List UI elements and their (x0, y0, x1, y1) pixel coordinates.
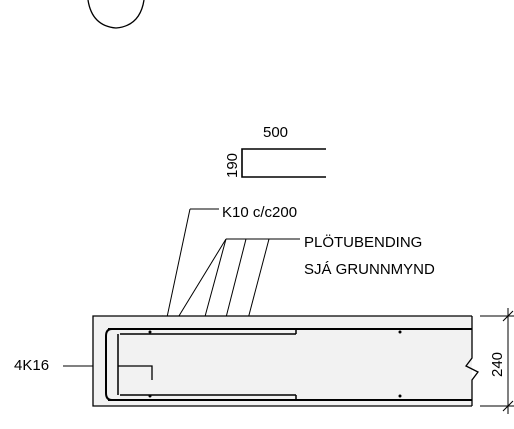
depth-dimension-label: 240 (489, 352, 506, 377)
depth-dimension (480, 308, 514, 414)
end-hook (118, 365, 153, 380)
beam-section (92, 315, 479, 407)
bar-dot (398, 394, 402, 398)
slab-reinforcement-label-line2: SJÁ GRUNNMYND (304, 261, 435, 278)
concrete-section (93, 316, 472, 406)
concrete-outline (92, 315, 472, 407)
main-bars-label: 4K16 (14, 357, 49, 374)
detail-marker-arc (87, 0, 145, 29)
bar-dot (148, 394, 152, 398)
stirrup-label: K10 c/c200 (222, 204, 297, 221)
bar-dot (148, 330, 152, 334)
bend-height-label: 190 (224, 153, 241, 178)
bend-shape-detail: 500 190 (224, 124, 326, 178)
stirrup (105, 328, 150, 401)
bar-dot (398, 330, 402, 334)
bend-length-label: 500 (263, 124, 288, 141)
bend-shape-line (241, 148, 326, 178)
break-line (465, 316, 479, 406)
slab-reinforcement-label-line1: PLÖTUBENDING (304, 233, 422, 251)
